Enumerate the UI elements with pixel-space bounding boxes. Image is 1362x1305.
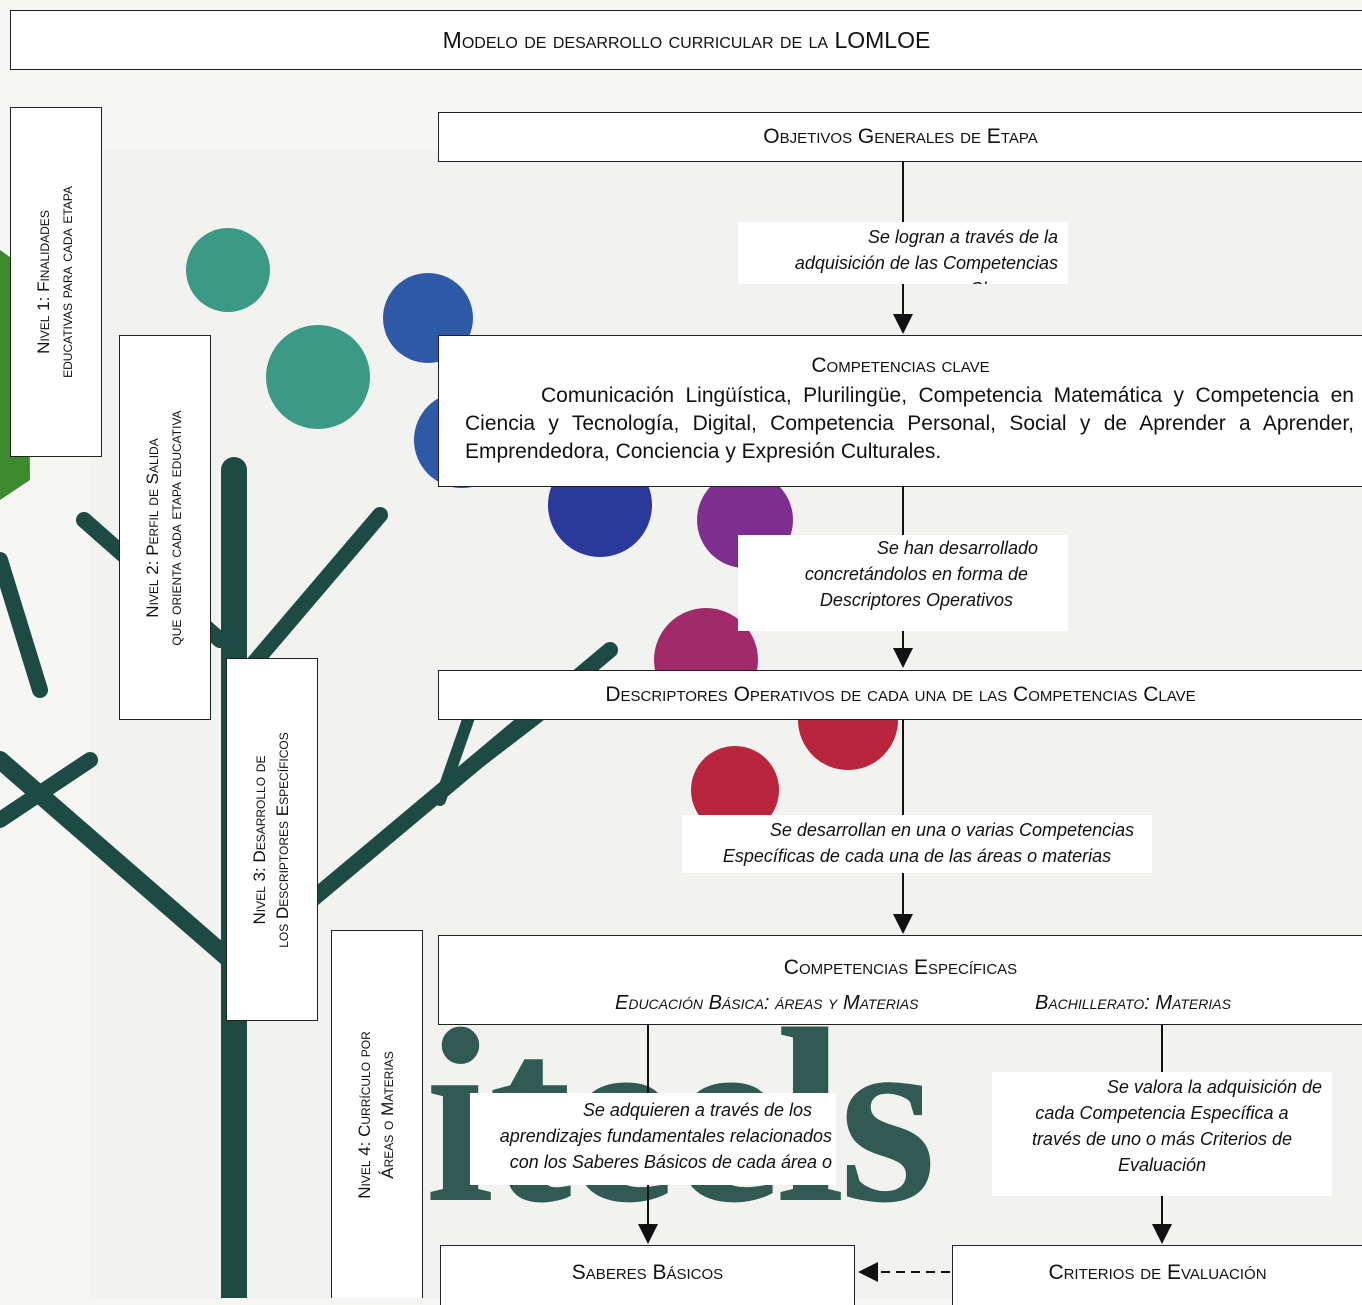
level-1-line-2: educativas para cada etapa (57, 186, 76, 378)
dot-teal-2 (266, 325, 370, 429)
level-2-line-2: que orienta cada etapa educativa (166, 409, 185, 646)
level-4-line-1: Nivel 4: Currículo por (355, 1030, 375, 1199)
diagram-title: Modelo de desarrollo curricular de la LO… (10, 10, 1362, 70)
note-desarrollado: Se han desarrollado concretándolos en fo… (738, 535, 1068, 631)
descriptores-box: Descriptores Operativos de cada una de l… (438, 670, 1362, 720)
competencias-clave-body: Comunicación Lingüística, Plurilingüe, C… (465, 384, 1354, 463)
note-adquieren: Se adquieren a través de los aprendizaje… (470, 1093, 836, 1185)
competencias-clave-title: Competencias clave (811, 354, 990, 377)
especificas-basica: Educación Básica: áreas y Materias (615, 992, 919, 1014)
criterios-evaluacion-box: Criterios de Evaluación (952, 1245, 1362, 1305)
level-3-line-1: Nivel 3: Desarrollo de (250, 755, 270, 924)
level-3-line-2: los Descriptores Específicos (273, 731, 292, 948)
level-3-label: Nivel 3: Desarrollo de los Descriptores … (226, 658, 318, 1021)
level-2-label: Nivel 2: Perfil de Salida que orienta ca… (119, 335, 211, 720)
note-desarrollan: Se desarrollan en una o varias Competenc… (682, 815, 1152, 873)
level-4-line-2: Áreas o Materias (378, 1050, 397, 1179)
note-logran: Se logran a través de la adquisición de … (738, 222, 1068, 284)
level-4-label: Nivel 4: Currículo por Áreas o Materias (331, 930, 423, 1298)
competencias-especificas-box: Competencias Específicas Educación Básic… (438, 935, 1362, 1025)
saberes-basicos-box: Saberes Básicos (440, 1245, 855, 1305)
especificas-bachillerato: Bachillerato: Materias (1035, 992, 1231, 1014)
level-1-line-1: Nivel 1: Finalidades (34, 210, 54, 354)
level-2-line-1: Nivel 2: Perfil de Salida (143, 437, 163, 618)
objetivos-box: Objetivos Generales de Etapa (438, 112, 1362, 162)
dot-teal-1 (186, 228, 270, 312)
competencias-clave-box: Competencias clave Comunicación Lingüíst… (438, 335, 1362, 487)
dot-red-2 (691, 746, 779, 834)
level-1-label: Nivel 1: Finalidades educativas para cad… (10, 107, 102, 457)
competencias-especificas-title: Competencias Específicas (783, 956, 1018, 979)
note-valora: Se valora la adquisición de cada Compete… (992, 1072, 1332, 1196)
